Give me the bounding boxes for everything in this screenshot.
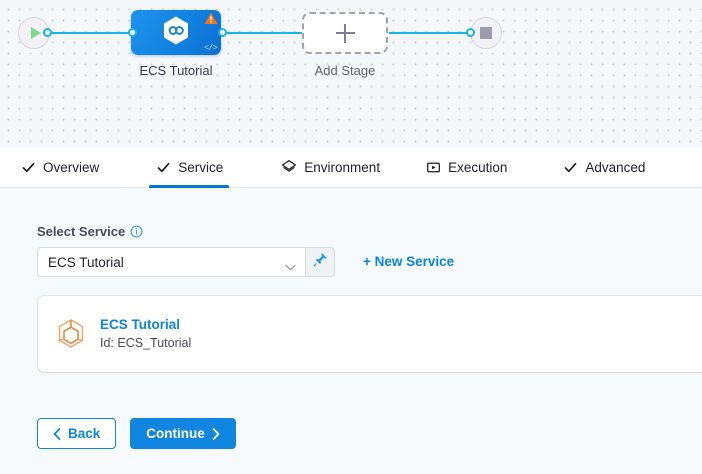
continue-button-label: Continue xyxy=(146,426,205,441)
back-button-label: Back xyxy=(68,426,101,441)
stage-node-label: ECS Tutorial xyxy=(139,63,213,78)
tab-environment[interactable]: Environment xyxy=(281,147,380,188)
edge-add-to-end xyxy=(389,32,474,34)
tab-environment-label: Environment xyxy=(304,159,381,175)
tab-active-indicator xyxy=(149,184,230,188)
tab-overview[interactable]: Overview xyxy=(20,147,99,188)
pipeline-canvas[interactable]: </> ECS Tutorial Add Stage xyxy=(0,0,702,147)
add-stage-label: Add Stage xyxy=(314,63,376,78)
play-icon xyxy=(30,27,41,39)
end-node-input-port[interactable] xyxy=(466,28,475,37)
stage-config-tabbar: Overview Service Environment xyxy=(0,147,702,188)
pin-icon xyxy=(312,252,328,272)
select-service-control: ECS Tutorial xyxy=(37,247,335,277)
tab-execution-label: Execution xyxy=(448,159,508,175)
stage-node-output-port[interactable] xyxy=(218,28,227,37)
tab-execution[interactable]: Execution xyxy=(425,147,507,188)
new-service-link[interactable]: + New Service xyxy=(363,254,455,269)
tab-advanced-label: Advanced xyxy=(585,159,646,175)
service-card[interactable]: ECS Tutorial Id: ECS_Tutorial xyxy=(38,296,702,372)
play-box-icon xyxy=(425,159,441,175)
edge-start-to-stage xyxy=(46,32,132,34)
select-service-input[interactable]: ECS Tutorial xyxy=(37,247,305,277)
check-icon xyxy=(20,159,36,175)
plus-icon-bar xyxy=(335,32,355,34)
end-node[interactable] xyxy=(470,17,502,49)
cube-hexagon-icon xyxy=(56,318,86,350)
chevron-right-icon xyxy=(212,427,220,440)
tab-service[interactable]: Service xyxy=(149,147,230,188)
stop-icon xyxy=(480,27,492,39)
select-service-label: Select Service xyxy=(37,224,143,239)
select-service-value: ECS Tutorial xyxy=(48,254,124,270)
service-card-id: Id: ECS_Tutorial xyxy=(100,335,192,350)
stage-node-input-port[interactable] xyxy=(128,28,137,37)
warning-triangle-icon xyxy=(204,12,218,30)
edge-stage-to-add xyxy=(222,32,302,34)
add-stage-button[interactable] xyxy=(302,12,388,54)
select-service-label-text: Select Service xyxy=(37,224,126,239)
service-card-title[interactable]: ECS Tutorial xyxy=(100,317,181,333)
service-card-text: ECS Tutorial Id: ECS_Tutorial xyxy=(100,316,191,351)
back-button[interactable]: Back xyxy=(37,418,117,449)
chevron-left-icon xyxy=(53,427,61,440)
wizard-footer: Back Continue xyxy=(37,418,236,449)
chevron-down-icon xyxy=(285,259,296,270)
stage-node-ecs-tutorial[interactable]: </> xyxy=(131,10,221,55)
tab-service-label: Service xyxy=(178,159,224,175)
pin-service-button[interactable] xyxy=(305,247,335,277)
start-node-output-port[interactable] xyxy=(43,28,52,37)
deployment-link-icon xyxy=(162,15,190,50)
info-icon[interactable] xyxy=(130,225,143,238)
check-icon xyxy=(562,159,578,175)
layers-icon xyxy=(281,159,297,175)
tab-overview-label: Overview xyxy=(43,159,100,175)
code-brackets-icon[interactable]: </> xyxy=(204,44,217,53)
check-icon xyxy=(155,159,171,175)
tab-advanced[interactable]: Advanced xyxy=(562,147,645,188)
continue-button[interactable]: Continue xyxy=(130,418,236,449)
